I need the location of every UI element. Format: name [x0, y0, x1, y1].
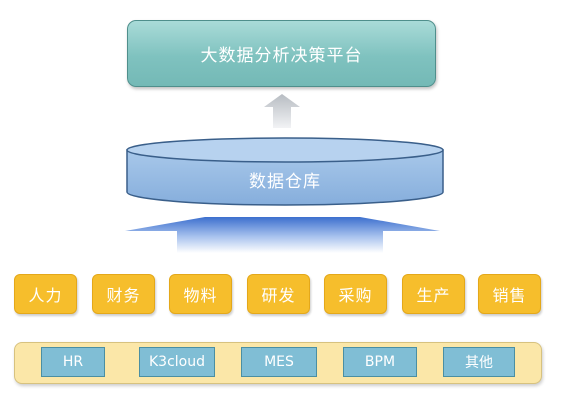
source-systems-panel: HR K3cloud MES BPM 其他 — [14, 342, 542, 384]
analytics-platform-box: 大数据分析决策平台 — [127, 20, 436, 87]
department-finance: 财务 — [92, 274, 155, 314]
department-materials: 物料 — [169, 274, 232, 314]
data-warehouse-cylinder — [126, 137, 444, 206]
system-hr: HR — [41, 347, 105, 377]
up-arrow-icon — [264, 94, 300, 128]
data-flow-arrow-icon — [125, 217, 440, 253]
system-mes: MES — [241, 347, 317, 377]
department-rnd: 研发 — [247, 274, 310, 314]
department-procurement: 采购 — [324, 274, 387, 314]
department-production: 生产 — [402, 274, 465, 314]
department-sales: 销售 — [478, 274, 541, 314]
data-warehouse-label: 数据仓库 — [249, 171, 321, 192]
system-k3cloud: K3cloud — [139, 347, 215, 377]
department-hr: 人力 — [14, 274, 77, 314]
system-bpm: BPM — [343, 347, 417, 377]
analytics-platform-label: 大数据分析决策平台 — [200, 46, 363, 66]
department-row: 人力 财务 物料 研发 采购 生产 销售 — [14, 274, 546, 314]
system-other: 其他 — [443, 347, 515, 377]
